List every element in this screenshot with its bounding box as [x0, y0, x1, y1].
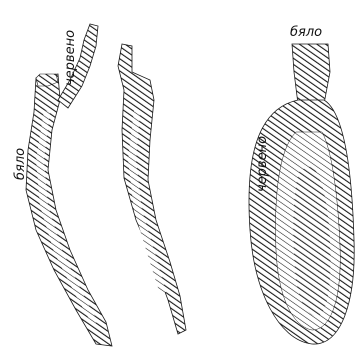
label-right-side: червено [255, 136, 270, 192]
right-stem [292, 44, 330, 104]
label-left-side: бяло [13, 148, 28, 180]
label-right-top: бяло [290, 25, 322, 40]
label-left-upper: червено [63, 30, 78, 86]
middle-strip [118, 44, 186, 334]
left-strip-main [26, 74, 112, 346]
